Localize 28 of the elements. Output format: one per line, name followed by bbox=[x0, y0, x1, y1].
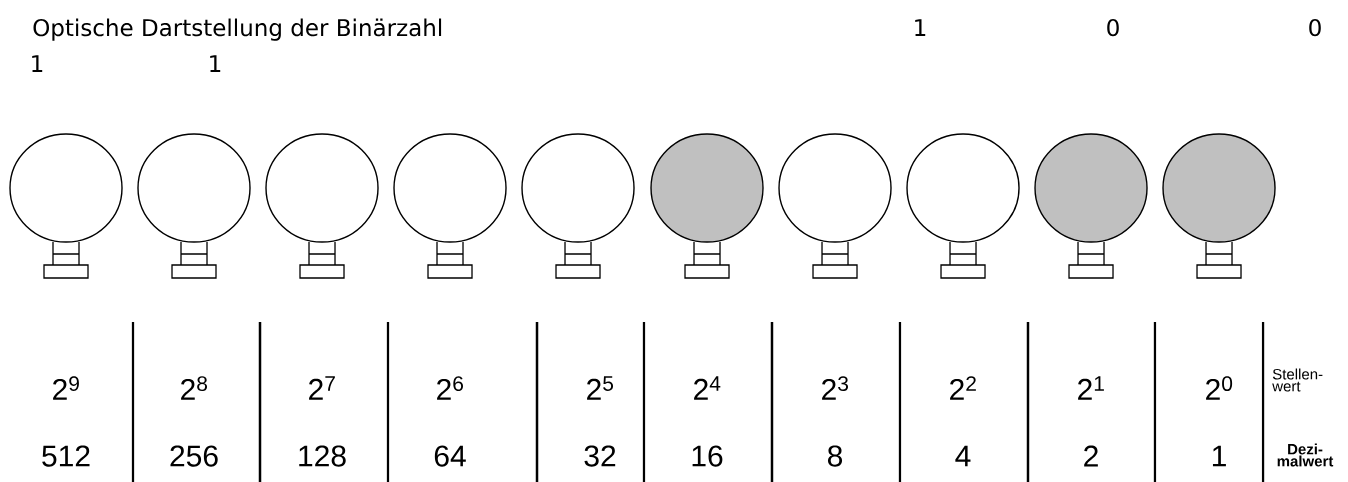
decimal-value: 256 bbox=[170, 445, 218, 467]
decimal-value: 64 bbox=[434, 445, 466, 467]
power-label: 2$^{1}$ bbox=[1078, 376, 1104, 400]
power-label: 2$^{8}$ bbox=[181, 376, 207, 400]
binary-digit: 1 bbox=[210, 55, 221, 72]
power-label: 2$^{3}$ bbox=[822, 376, 848, 400]
decimal-value: 512 bbox=[42, 445, 90, 467]
binary-digit: 1 bbox=[32, 55, 43, 72]
row-heading: Stellen- wert bbox=[1272, 368, 1323, 392]
decimal-value: 128 bbox=[299, 445, 346, 467]
binary-digit: 0 bbox=[1309, 18, 1321, 37]
power-label: 2$^{6}$ bbox=[437, 376, 463, 400]
power-label: 2$^{2}$ bbox=[950, 376, 976, 400]
decimal-value: 32 bbox=[584, 445, 616, 467]
power-label: 2$^{5}$ bbox=[587, 376, 614, 400]
title: Optische Dartstellung der Binärzahl bbox=[33, 18, 442, 41]
power-label: 2$^{0}$ bbox=[1206, 376, 1233, 400]
power-label: 2$^{4}$ bbox=[694, 376, 721, 400]
power-label: 2$^{9}$ bbox=[53, 376, 79, 400]
binary-digit: 0 bbox=[1107, 18, 1119, 37]
power-label: 2$^{7}$ bbox=[309, 376, 335, 400]
row-heading: Dezi- malwert bbox=[1277, 443, 1334, 467]
decimal-value: 16 bbox=[692, 445, 723, 467]
decimal-value: 4 bbox=[955, 445, 971, 467]
decimal-value: 2 bbox=[1084, 445, 1098, 467]
decimal-value: 1 bbox=[1212, 445, 1226, 467]
decimal-value: 8 bbox=[827, 445, 843, 467]
binary-digit: 1 bbox=[915, 19, 926, 36]
